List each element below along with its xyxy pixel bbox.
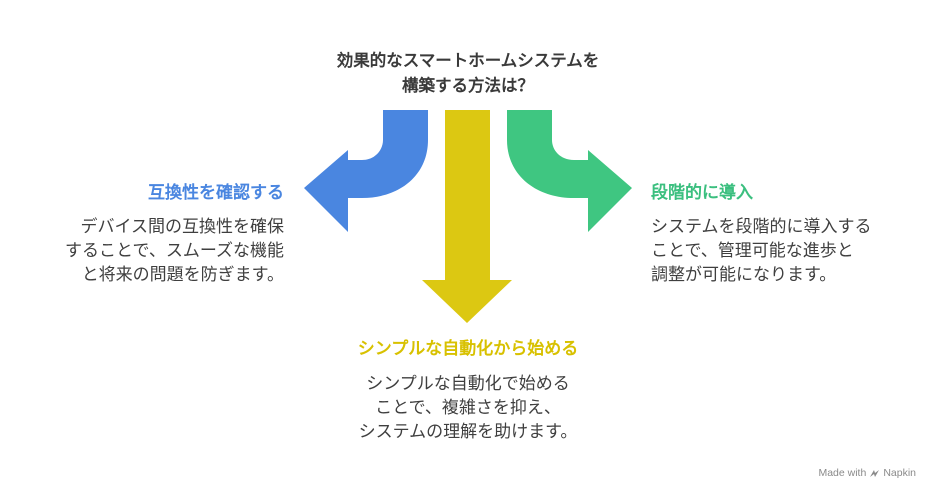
description-line: システムの理解を助けます。: [358, 422, 578, 442]
description-line: ことで、管理可能な進歩と: [651, 241, 854, 261]
description-line: ことで、複雑さを抑え、: [375, 398, 561, 418]
branch-description-simple-automation: シンプルな自動化で始める ことで、複雑さを抑え、 システムの理解を助けます。: [268, 372, 668, 444]
description-line: デバイス間の互換性を確保: [80, 217, 285, 237]
right-arrow: [507, 110, 632, 232]
watermark-prefix: Made with: [818, 467, 867, 479]
branch-description-compatibility: デバイス間の互換性を確保 することで、スムーズな機能 と将来の問題を防ぎます。: [65, 215, 284, 287]
title-line-2: 構築する方法は？: [402, 76, 534, 95]
description-line: システムを段階的に導入する: [651, 217, 872, 237]
description-line: と将来の問題を防ぎます。: [81, 265, 284, 285]
description-line: シンプルな自動化で始める: [366, 374, 570, 394]
branch-heading-compatibility: 互換性を確認する: [148, 183, 284, 203]
center-arrow: [422, 110, 512, 323]
branch-description-gradual-rollout: システムを段階的に導入する ことで、管理可能な進歩と 調整が可能になります。: [651, 215, 872, 287]
description-line: することで、スムーズな機能: [65, 241, 284, 261]
title-line-1: 効果的なスマートホームシステムを: [336, 51, 600, 70]
diagram-title: 効果的なスマートホームシステムを 構築する方法は？: [268, 48, 668, 98]
branch-heading-simple-automation: シンプルな自動化から始める: [357, 339, 579, 359]
made-with-napkin-watermark: Made with Napkin: [818, 467, 916, 479]
left-arrow: [304, 110, 428, 232]
branch-heading-gradual-rollout: 段階的に導入: [651, 183, 753, 203]
watermark-brand: Napkin: [883, 467, 916, 479]
description-line: 調整が可能になります。: [651, 265, 837, 285]
napkin-logo-icon: [870, 469, 880, 477]
